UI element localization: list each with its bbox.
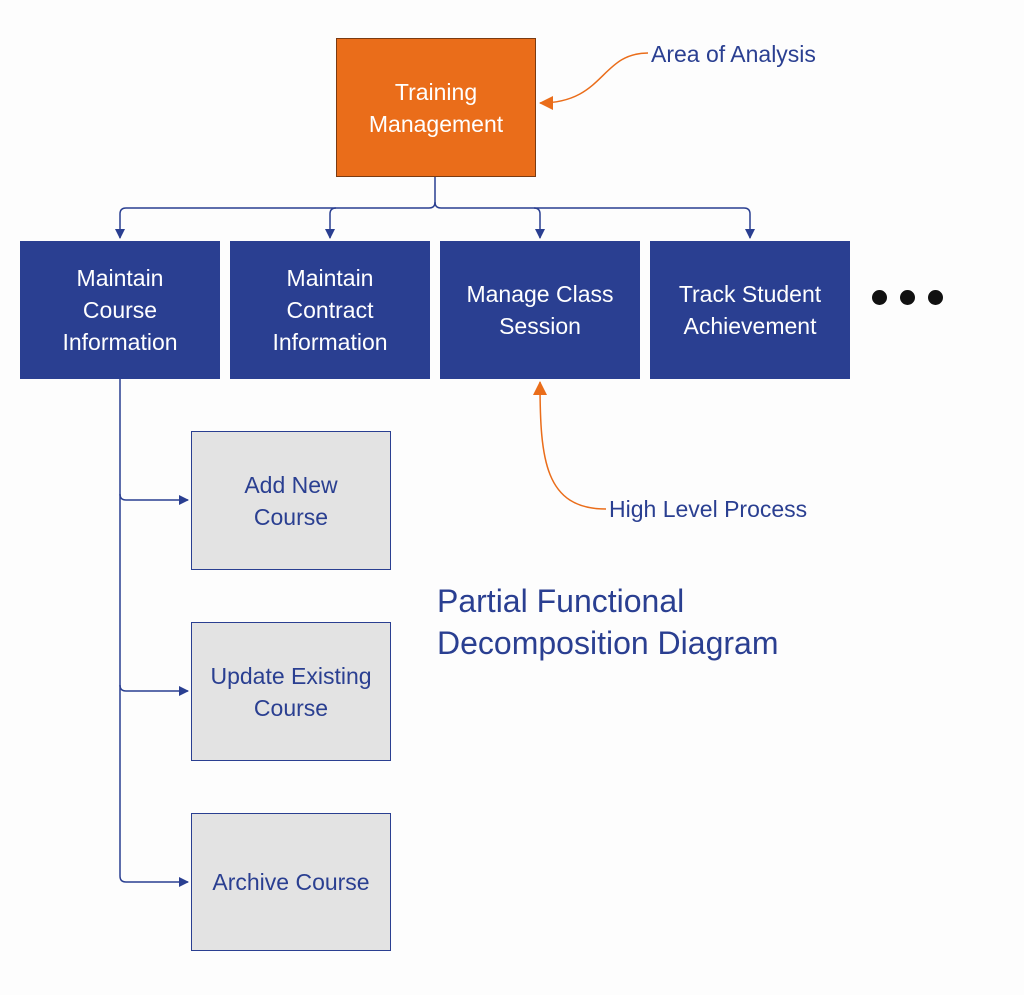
more-processes-ellipsis [872,290,943,305]
ellipsis-dot [928,290,943,305]
process-label: Maintain Course Information [62,265,178,355]
process-label: Track Student Achievement [678,281,822,339]
sub-trunk-line [119,379,189,887]
training-management-label: Training Management [368,78,504,137]
sub-branch-add-line [119,493,189,505]
branch-to-session-line [533,207,545,239]
subprocess-label: Archive Course [212,869,370,895]
branch-to-contract-line [325,207,337,239]
subprocess-label: Update Existing Course [210,662,372,721]
ellipsis-dot [900,290,915,305]
area-of-analysis-arrow [539,52,649,110]
ellipsis-dot [872,290,887,305]
update-existing-course-box[interactable]: Update Existing Course [191,622,391,761]
high-level-process-annotation: High Level Process [609,496,808,522]
sub-branch-update-line [119,684,189,696]
process-label: Maintain Contract Information [272,265,388,355]
archive-course-box[interactable]: Archive Course [191,813,391,951]
maintain-contract-information-box[interactable]: Maintain Contract Information [230,241,430,379]
subprocess-label: Add New Course [244,471,338,530]
maintain-course-information-box[interactable]: Maintain Course Information [20,241,220,379]
area-of-analysis-annotation: Area of Analysis [651,41,816,67]
high-level-process-arrow [533,381,607,510]
root-to-contract-line [434,201,755,239]
manage-class-session-box[interactable]: Manage Class Session [440,241,640,379]
track-student-achievement-box[interactable]: Track Student Achievement [650,241,850,379]
process-label: Manage Class Session [466,281,614,339]
diagram-title: Partial Functional Decomposition Diagram [437,583,779,661]
root-trunk-line [115,177,436,239]
training-management-box[interactable]: Training Management [336,38,536,177]
add-new-course-box[interactable]: Add New Course [191,431,391,570]
